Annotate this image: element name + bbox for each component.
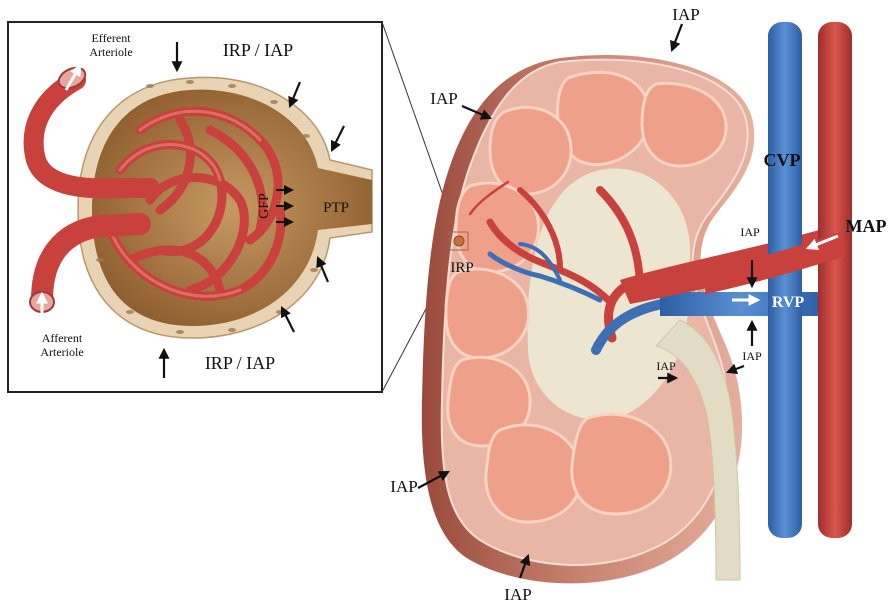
iap-ureter-label: IAP — [656, 359, 676, 373]
iap-bottom-label: IAP — [504, 585, 531, 604]
ptp-label: PTP — [323, 200, 349, 216]
iap-top-label: IAP — [672, 5, 699, 24]
afferent-label-line2: Arteriole — [40, 345, 83, 359]
aorta — [818, 22, 852, 538]
iap-upper-left-label: IAP — [430, 89, 457, 108]
rvp-label: RVP — [772, 294, 805, 311]
gfp-label: GFP — [257, 193, 272, 219]
bottom-pressure-label: IRP / IAP — [205, 353, 275, 373]
iap-vein-below-label: IAP — [742, 349, 762, 363]
cvp-label: CVP — [764, 150, 801, 170]
irp-label: IRP — [450, 260, 473, 276]
map-label: MAP — [846, 216, 887, 236]
top-pressure-label: IRP / IAP — [223, 40, 293, 60]
efferent-label-line2: Arteriole — [89, 45, 132, 59]
iap-renal-vein-label: IAP — [740, 225, 760, 239]
afferent-label-line1: Afferent — [42, 331, 83, 345]
vena-cava — [768, 22, 802, 538]
efferent-label-line1: Efferent — [91, 31, 131, 45]
iap-lower-left-label: IAP — [390, 477, 417, 496]
glomerulus-inset: Efferent Arteriole Afferent Arteriole IR… — [8, 22, 456, 392]
